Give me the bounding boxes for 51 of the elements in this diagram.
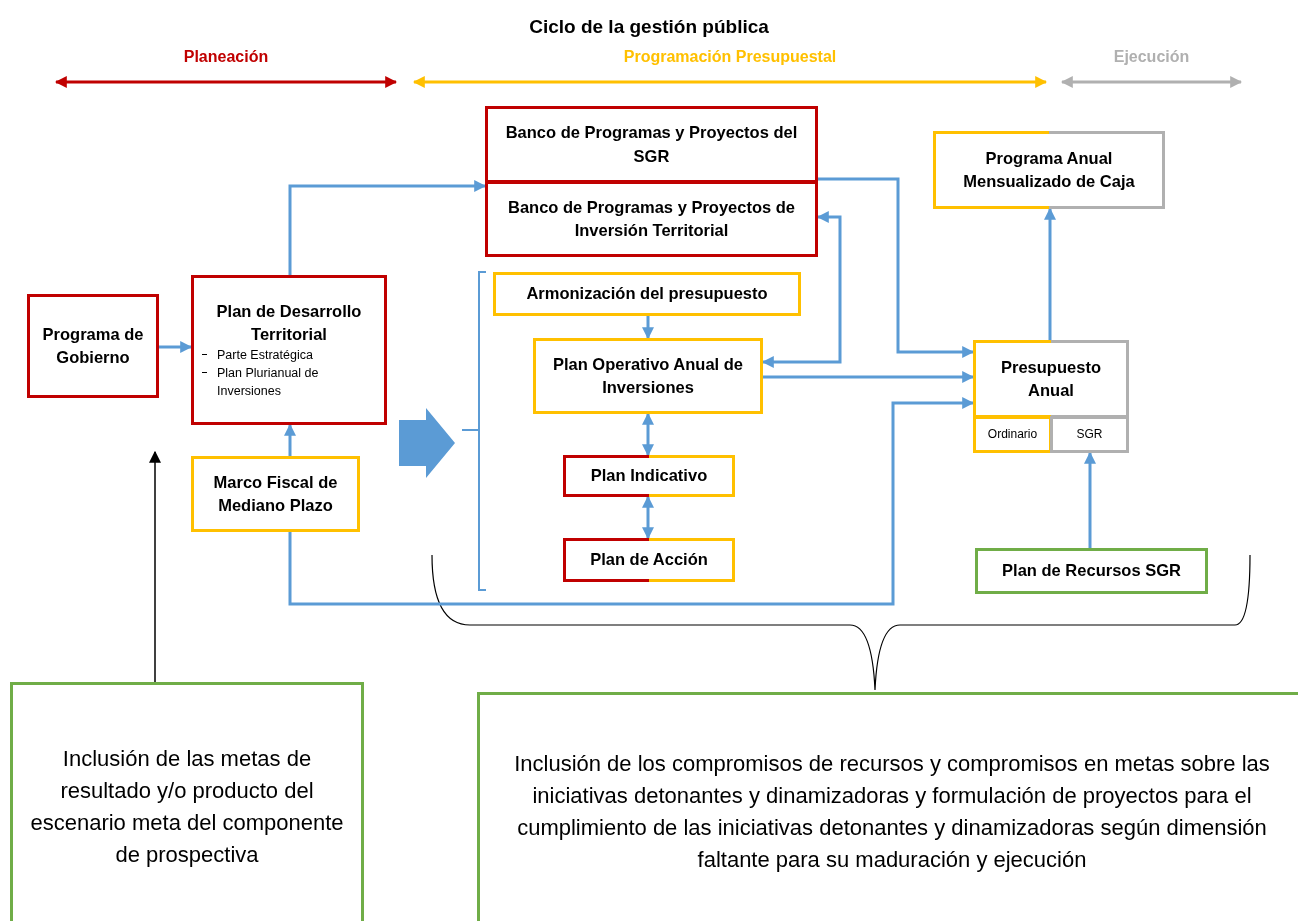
box-label: SGR <box>1076 426 1103 443</box>
arrow <box>642 316 654 340</box>
list-item: Parte Estratégica <box>217 346 313 364</box>
arrow <box>763 371 975 383</box>
arrow <box>1084 451 1096 548</box>
arrow <box>1044 207 1056 340</box>
box-title: Plan Operativo Anual de Inversiones <box>551 353 745 398</box>
process-box <box>485 181 818 257</box>
box-title: Plan de Recursos SGR <box>1002 560 1181 582</box>
arrow <box>818 177 975 358</box>
process-box <box>485 106 818 183</box>
arrow <box>288 180 487 275</box>
process-box <box>191 456 360 532</box>
arrow <box>761 211 842 368</box>
arrow <box>159 341 193 353</box>
phase-label: Ejecución <box>1112 48 1191 66</box>
box-title: Plan de Acción <box>590 549 708 571</box>
process-box <box>191 275 387 425</box>
arrow <box>149 450 161 683</box>
process-box <box>975 548 1208 594</box>
box-title: Banco de Programas y Proyectos del SGR <box>504 122 799 167</box>
process-box <box>1050 416 1129 453</box>
arrow <box>642 412 654 457</box>
process-box <box>973 416 1052 453</box>
box-title: Presupuesto Anual <box>1000 356 1102 401</box>
process-box <box>973 340 1129 418</box>
note-text: Inclusión de las metas de resultado y/o producto del escenario meta del componente de prospectiva <box>29 745 345 869</box>
note-text: Inclusión de los compromisos de recursos y compromisos en metas sobre las iniciativas detonantes y dinamizadoras y formulación de proyectos para el cumplimiento de las iniciativas detonantes y dinamizadoras según dimensión faltante para su maduración y ejecución <box>513 750 1271 874</box>
box-title: Marco Fiscal de Mediano Plazo <box>212 471 339 516</box>
arrow <box>284 423 296 456</box>
process-box <box>563 538 735 582</box>
process-box <box>533 338 763 414</box>
box-title: Plan Indicativo <box>590 465 708 487</box>
note-box <box>10 682 364 921</box>
box-title: Plan de Desarrollo Territorial <box>215 300 363 345</box>
diagram-title: Ciclo de la gestión pública <box>528 16 770 38</box>
box-title: Programa de Gobierno <box>41 323 145 368</box>
process-box <box>933 131 1165 209</box>
arrow <box>642 495 654 540</box>
process-box <box>27 294 159 398</box>
process-box <box>493 272 801 316</box>
phase-label: Programación Presupuestal <box>622 48 838 66</box>
process-box <box>563 455 735 497</box>
list-item: Plan Plurianual de Inversiones <box>217 365 320 401</box>
arrow <box>288 397 975 606</box>
phase-label: Planeación <box>182 48 270 66</box>
box-title: Banco de Programas y Proyectos de Inversión Territorial <box>507 196 796 241</box>
box-label: Ordinario <box>987 426 1038 443</box>
box-title: Armonización del presupuesto <box>526 283 768 305</box>
box-title: Programa Anual Mensualizado de Caja <box>962 147 1136 192</box>
note-box <box>477 692 1298 921</box>
